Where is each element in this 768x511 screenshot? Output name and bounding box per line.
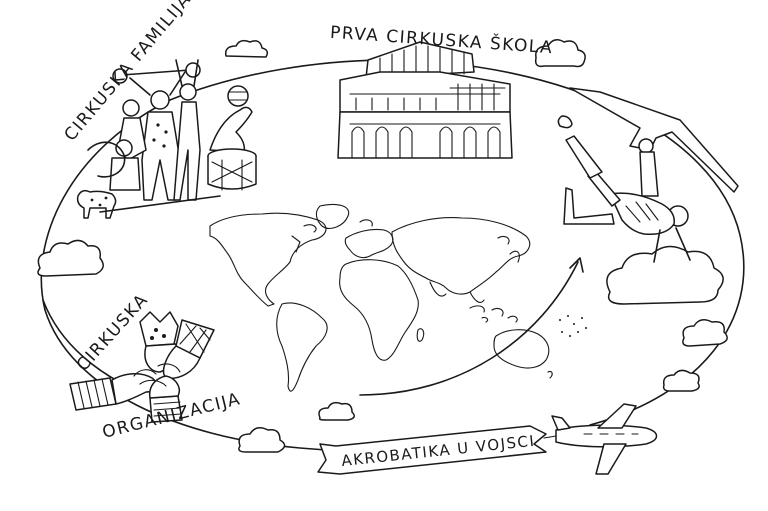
hands-illustration (69, 311, 215, 423)
banner-icon (317, 425, 547, 475)
world-map (209, 203, 587, 392)
cloud-icon (662, 369, 700, 392)
pacific-islands (559, 315, 587, 337)
label-circus-organization-top: CIRKUSKA (73, 290, 153, 376)
cloud-icon (238, 427, 286, 453)
cloud-icon (224, 39, 269, 58)
acrobats-illustration (557, 87, 739, 305)
cloud-icon (682, 319, 728, 347)
banner-rope (543, 435, 557, 439)
cloud-icon (37, 239, 104, 277)
circus-family-illustration (76, 59, 257, 219)
cloud-icon (534, 39, 586, 68)
airplane-icon (551, 403, 658, 475)
circus-school-building-icon (337, 41, 513, 159)
cloud-icon (318, 401, 355, 421)
